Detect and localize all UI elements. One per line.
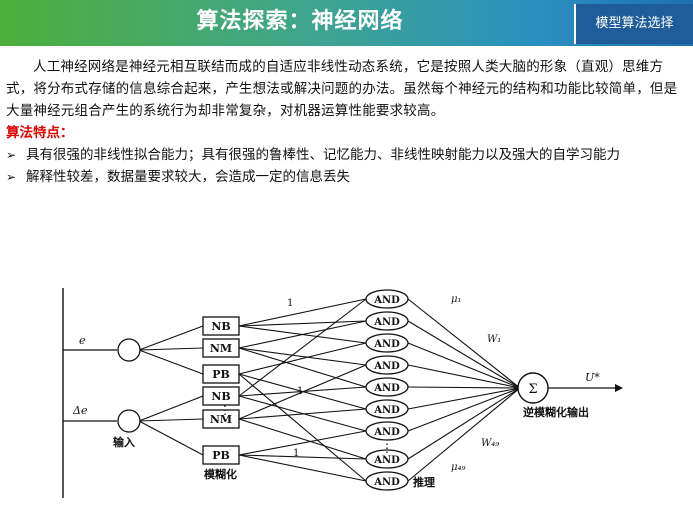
input-e-label: e [79,334,86,347]
features-heading: 算法特点： [6,125,74,141]
and-node [365,399,409,419]
fuzzify-box-label: NB [211,390,230,403]
mu-top-label: μ₁ [451,294,462,305]
input-de-label: Δe [72,404,88,417]
and-node-label: AND [373,317,400,328]
mu-bottom-label: μ₄₉ [451,462,466,473]
output-arrow-icon [615,384,623,392]
feature-item: 具有很强的非线性拟合能力；具有很强的鲁棒性、记忆能力、非线性映射能力以及强大的自… [6,144,686,166]
and-node-label: AND [373,477,400,488]
fuzzify-box-label: PB [212,368,230,381]
and-node-label: AND [373,405,400,416]
weight-label-mid: 1 [297,386,303,397]
and-node-label: AND [373,455,400,466]
defuzzify-label: 逆模糊化输出 [523,405,589,419]
weight-label-bot: 1 [293,448,299,459]
weight-label-top: 1 [287,298,293,309]
title-banner: 算法探索：神经网络 模型算法选择 [0,0,693,46]
w-bottom-label: W₄₉ [481,438,499,449]
and-node-label: AND [373,383,400,394]
fuzzify-box [202,316,240,336]
and-node [365,311,409,331]
and-node-label: AND [373,295,400,306]
fuzzify-layer: NB NM PB NB NM PB [202,316,240,465]
and-node [365,449,409,469]
fuzzify-box-label: NM [210,413,232,426]
features-list: 具有很强的非线性拟合能力；具有很强的鲁棒性、记忆能力、非线性映射能力以及强大的自… [6,144,686,188]
and-node [365,289,409,309]
and-node-label: AND [373,339,400,350]
fuzzify-box [202,445,240,465]
w-top-label: W₁ [487,334,501,345]
input-node-de [117,409,141,433]
main-content: 人工神经网络是神经元相互联结而成的自适应非线性动态系统，它是按照人类大脑的形象（… [6,56,686,188]
ellipsis-3: ⋮ [381,441,393,455]
and-node [365,421,409,441]
page-title: 算法探索：神经网络 [196,9,404,34]
fuzzify-box [202,409,240,429]
feature-item: 解释性较差，数据量要求较大，会造成一定的信息丢失 [6,166,686,188]
and-node [365,355,409,375]
ellipsis-2: ⋮ [219,467,231,481]
fuzzify-box [202,386,240,406]
and-node-label: AND [373,427,400,438]
input-node-e [117,338,141,362]
output-label: U* [585,371,600,384]
and-node-label: AND [373,361,400,372]
fuzzify-box-label: NB [211,320,230,333]
fuzzify-box-label: PB [212,449,230,462]
connection-lines [138,298,521,482]
and-node [365,377,409,397]
fuzzify-label: 模糊化 [204,467,237,481]
input-label: 输入 [113,435,135,449]
fuzzify-box [202,364,240,384]
and-node [365,333,409,353]
reason-label: 推理 [413,475,435,489]
and-node [365,471,409,491]
ellipsis-1: ⋮ [219,403,231,417]
rule-layer: AND AND AND AND AND AND AND AND AND [365,289,409,491]
sum-symbol: Σ [528,382,537,397]
fuzzify-box-label: NM [210,342,232,355]
intro-paragraph: 人工神经网络是神经元相互联结而成的自适应非线性动态系统，它是按照人类大脑的形象（… [6,59,678,119]
fuzzify-box [202,338,240,358]
model-selection-button[interactable]: 模型算法选择 [574,4,693,44]
